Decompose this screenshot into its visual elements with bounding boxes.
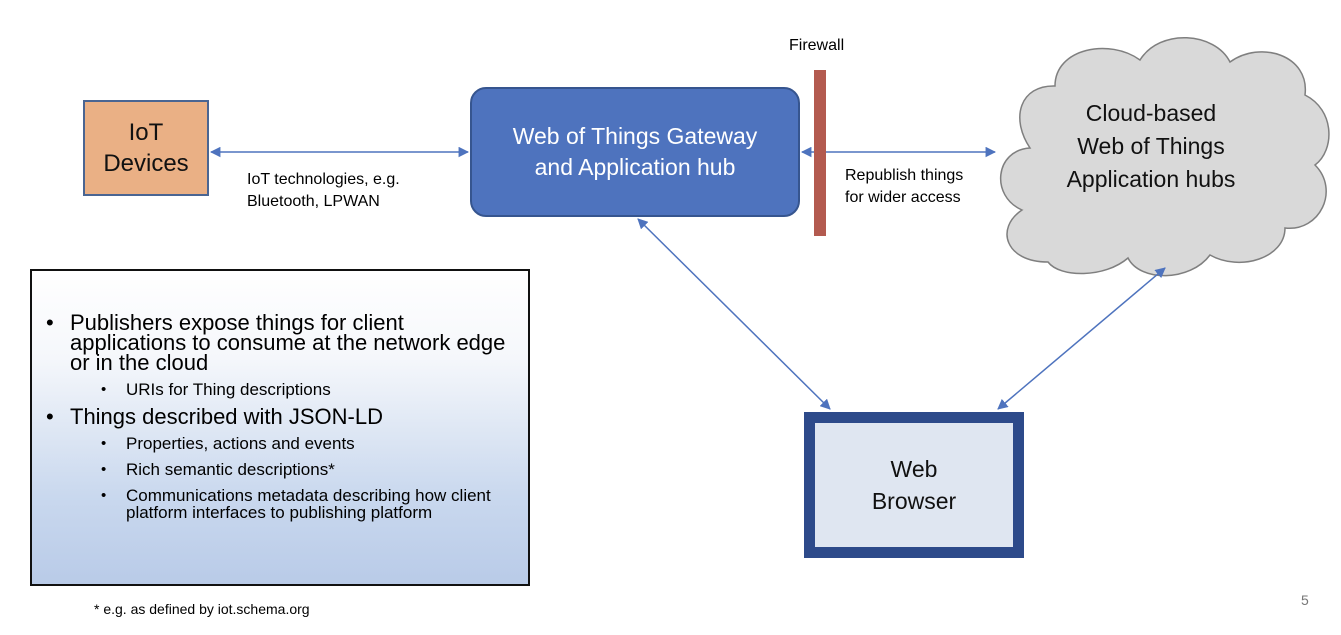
gateway-node: Web of Things Gateway and Application hu… (470, 87, 800, 217)
bullet-text: Publishers expose things for client appl… (70, 310, 506, 375)
sub-bullets: URIs for Thing descriptions (70, 381, 516, 398)
page-number: 5 (1301, 592, 1309, 608)
web-browser-node: Web Browser (804, 412, 1024, 558)
footnote: * e.g. as defined by iot.schema.org (94, 601, 310, 617)
iot-devices-label: IoT Devices (103, 119, 189, 177)
firewall-bar (814, 70, 826, 236)
connector-cloud-browser (997, 267, 1166, 410)
iot-devices-node: IoT Devices (83, 100, 209, 196)
sub-bullet-item: Rich semantic descriptions* (98, 461, 516, 478)
info-box: Publishers expose things for client appl… (30, 269, 530, 586)
iot-link-label: IoT technologies, e.g. Bluetooth, LPWAN (247, 171, 400, 210)
bullet-publishers: Publishers expose things for client appl… (44, 310, 516, 399)
connector-gateway-browser (637, 218, 831, 410)
sub-bullet-item: Communications metadata describing how c… (98, 487, 516, 521)
cloud-label: Cloud-based Web of Things Application hu… (1066, 100, 1236, 192)
bullet-json-ld: Things described with JSON-LD Properties… (44, 404, 516, 522)
cloud-shape (999, 37, 1330, 277)
firewall-label: Firewall (789, 37, 845, 54)
info-bullets: Publishers expose things for client appl… (44, 310, 516, 522)
sub-bullets: Properties, actions and events Rich sema… (70, 435, 516, 521)
republish-label: Republish things for wider access (845, 167, 964, 206)
bullet-text: Things described with JSON-LD (70, 404, 384, 429)
web-browser-label: Web Browser (871, 456, 957, 514)
gateway-label: Web of Things Gateway and Application hu… (512, 123, 758, 180)
sub-bullet-item: URIs for Thing descriptions (98, 381, 516, 398)
sub-bullet-item: Properties, actions and events (98, 435, 516, 452)
